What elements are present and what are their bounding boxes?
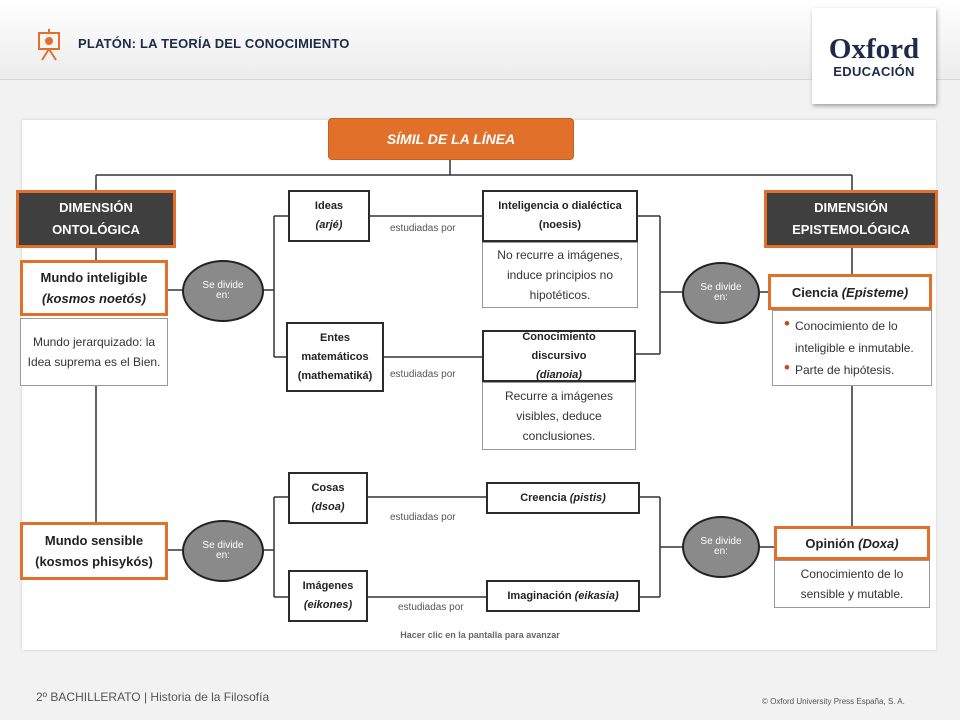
epistemological-title: DIMENSIÓN EPISTEMOLÓGICA bbox=[792, 200, 910, 237]
ciencia-bullet: Conocimiento de lo inteligible e inmutab… bbox=[784, 313, 925, 359]
divide-label: Se divide en: bbox=[202, 280, 244, 301]
page-title: PLATÓN: LA TEORÍA DEL CONOCIMIENTO bbox=[78, 36, 350, 51]
knowledge-term: (pistis) bbox=[569, 491, 606, 504]
ontological-dimension: DIMENSIÓN ONTOLÓGICA bbox=[16, 190, 176, 248]
knowledge-term: (eikasia) bbox=[574, 589, 619, 602]
mundo-sensible-title: Mundo sensible bbox=[44, 533, 144, 548]
studied-by-label: estudiadas por bbox=[390, 369, 456, 380]
root-simil-linea: SÍMIL DE LA LÍNEA bbox=[328, 118, 574, 160]
knowledge-noesis: Inteligencia o dialéctica (noesis) bbox=[482, 190, 638, 242]
studied-by-label: estudiadas por bbox=[390, 223, 456, 234]
knowledge-pistis: Creencia (pistis) bbox=[486, 482, 640, 514]
divide-label: Se divide en: bbox=[700, 536, 742, 557]
object-term: (dsoa) bbox=[311, 501, 345, 513]
knowledge-name: Creencia bbox=[520, 491, 567, 504]
object-term: (eikones) bbox=[303, 599, 353, 611]
mundo-inteligible-term: (kosmos noetós) bbox=[41, 291, 146, 306]
ontological-title: DIMENSIÓN ONTOLÓGICA bbox=[52, 200, 140, 237]
epistemological-dimension: DIMENSIÓN EPISTEMOLÓGICA bbox=[764, 190, 938, 248]
opinion-title: Opinión bbox=[805, 535, 855, 551]
advance-hint: Hacer clic en la pantalla para avanzar bbox=[400, 630, 560, 640]
studied-by-label: estudiadas por bbox=[398, 602, 464, 613]
ciencia-bullets: Conocimiento de lo inteligible e inmutab… bbox=[779, 313, 925, 381]
opinion-desc: Conocimiento de lo sensible y mutable. bbox=[774, 560, 930, 608]
divide-label: Se divide en: bbox=[202, 540, 244, 561]
knowledge-eikasia: Imaginación (eikasia) bbox=[486, 580, 640, 612]
knowledge-desc-text: Recurre a imágenes visibles, deduce conc… bbox=[504, 389, 614, 443]
knowledge-noesis-desc: No recurre a imágenes, induce principios… bbox=[482, 242, 638, 308]
mundo-sensible: Mundo sensible (kosmos phisykós) bbox=[20, 522, 168, 580]
divide-ellipse-top-left: Se divide en: bbox=[182, 260, 264, 322]
ciencia-bullet: Parte de hipótesis. bbox=[784, 357, 925, 381]
ciencia-title: Ciencia bbox=[791, 284, 839, 300]
knowledge-desc-text: No recurre a imágenes, induce principios… bbox=[497, 248, 623, 302]
divide-ellipse-top-right: Se divide en: bbox=[682, 262, 760, 324]
knowledge-dianoia: Conocimiento discursivo (dianoia) bbox=[482, 330, 636, 382]
mundo-inteligible: Mundo inteligible (kosmos noetós) bbox=[20, 260, 168, 316]
opinion-desc-text: Conocimiento de lo sensible y mutable. bbox=[800, 567, 904, 601]
divide-label: Se divide en: bbox=[700, 282, 742, 303]
ciencia-term: (Episteme) bbox=[841, 284, 909, 300]
footer-course: 2º BACHILLERATO | Historia de la Filosof… bbox=[36, 690, 270, 704]
knowledge-dianoia-desc: Recurre a imágenes visibles, deduce conc… bbox=[482, 382, 636, 450]
knowledge-name: Imaginación bbox=[507, 589, 572, 602]
opinion-term: (Doxa) bbox=[858, 535, 899, 551]
root-label: SÍMIL DE LA LÍNEA bbox=[386, 131, 516, 147]
logo-main-text: Oxford bbox=[828, 33, 920, 65]
object-entes-matematicos: Entes matemáticos (mathematiká) bbox=[286, 322, 384, 392]
mundo-sensible-term: (kosmos phisykós) bbox=[35, 554, 153, 569]
object-name: Entes matemáticos bbox=[301, 331, 369, 363]
knowledge-term: (dianoia) bbox=[536, 368, 582, 381]
opinion-box: Opinión (Doxa) bbox=[774, 526, 930, 560]
divide-ellipse-bottom-left: Se divide en: bbox=[182, 520, 264, 582]
mundo-inteligible-desc: Mundo jerarquizado: la Idea suprema es e… bbox=[20, 318, 168, 386]
footer-copyright: © Oxford University Press España, S. A. bbox=[762, 697, 905, 706]
object-ideas: Ideas (arjé) bbox=[288, 190, 370, 242]
knowledge-term: (noesis) bbox=[538, 219, 582, 231]
divide-ellipse-bottom-right: Se divide en: bbox=[682, 516, 760, 578]
mundo-inteligible-desc-text: Mundo jerarquizado: la Idea suprema es e… bbox=[27, 335, 161, 369]
logo-sub-text: EDUCACIÓN bbox=[833, 64, 915, 79]
object-name: Imágenes bbox=[302, 580, 354, 592]
ciencia-desc: Conocimiento de lo inteligible e inmutab… bbox=[772, 310, 932, 386]
object-name: Cosas bbox=[311, 482, 345, 494]
object-term: (mathematiká) bbox=[297, 369, 373, 382]
object-name: Ideas bbox=[314, 200, 344, 212]
oxford-logo: Oxford EDUCACIÓN bbox=[812, 8, 936, 104]
knowledge-name: Conocimiento discursivo bbox=[522, 330, 596, 362]
object-imagenes: Imágenes (eikones) bbox=[288, 570, 368, 622]
mundo-inteligible-title: Mundo inteligible bbox=[40, 270, 148, 285]
header-bar bbox=[0, 0, 960, 80]
object-term: (arjé) bbox=[315, 219, 343, 231]
presentation-icon bbox=[36, 28, 62, 62]
ciencia-box: Ciencia (Episteme) bbox=[768, 274, 932, 310]
studied-by-label: estudiadas por bbox=[390, 512, 456, 523]
object-cosas: Cosas (dsoa) bbox=[288, 472, 368, 524]
knowledge-name: Inteligencia o dialéctica bbox=[498, 200, 622, 212]
